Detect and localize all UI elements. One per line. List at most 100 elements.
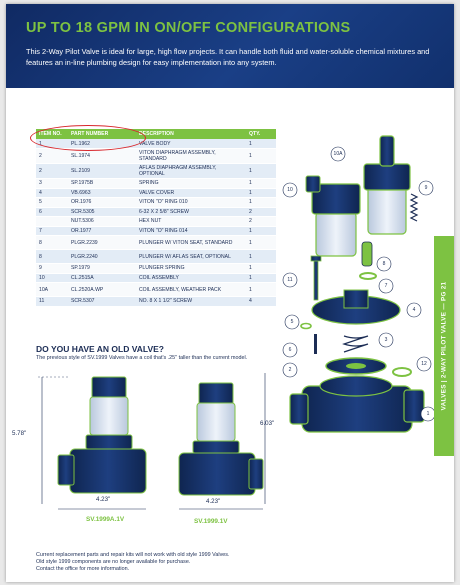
svg-text:9: 9 — [425, 185, 428, 191]
svg-text:10A: 10A — [334, 151, 344, 157]
col-description: DESCRIPTION — [136, 129, 246, 139]
cell-item-no: 4 — [36, 188, 68, 198]
svg-text:10: 10 — [287, 187, 293, 193]
exploded-view-diagram: 10A 10 9 8 11 7 5 4 3 6 2 12 1 — [282, 135, 436, 433]
cell-description: PLUNGER W/ AFLAS SEAT, OPTIONAL — [136, 249, 246, 264]
cell-item-no — [36, 216, 68, 227]
callout-9: 9 — [418, 180, 434, 196]
cell-item-no: 9 — [36, 263, 68, 274]
cell-qty: 1 — [246, 249, 276, 264]
callout-2: 2 — [282, 362, 298, 378]
cell-qty: 2 — [246, 207, 276, 217]
old-valve-description: The previous style of SV.1999 Valves hav… — [36, 355, 248, 361]
cell-qty: 1 — [246, 197, 276, 208]
cell-part-number: CL.2520A.WP — [68, 282, 136, 297]
callout-10: 10 — [282, 182, 298, 198]
svg-text:3: 3 — [385, 337, 388, 343]
cell-qty: 1 — [246, 263, 276, 274]
cell-description: COIL ASSEMBLY — [136, 273, 246, 283]
cell-item-no: 7 — [36, 226, 68, 236]
cell-item-no: 8 — [36, 235, 68, 250]
cell-qty: 1 — [246, 178, 276, 189]
cell-qty: 2 — [246, 216, 276, 227]
callout-12: 12 — [416, 356, 432, 372]
cell-qty: 1 — [246, 235, 276, 250]
callout-1: 1 — [420, 406, 436, 422]
cell-item-no: 2 — [36, 148, 68, 164]
svg-text:11: 11 — [287, 277, 292, 283]
svg-text:8: 8 — [383, 261, 386, 267]
spring-part — [342, 335, 369, 353]
callout-5: 5 — [284, 314, 300, 330]
cell-description: VALVE BODY — [136, 139, 246, 149]
callout-6: 6 — [282, 342, 298, 358]
cell-part-number: NUT.5306 — [68, 216, 136, 227]
cell-item-no: 10A — [36, 282, 68, 297]
svg-text:12: 12 — [421, 361, 427, 367]
plunger-part — [361, 241, 373, 267]
current-valve-illustration — [178, 373, 266, 510]
short-screw-part — [314, 334, 317, 354]
cell-part-number: OR.1977 — [68, 226, 136, 236]
part-number-highlight — [30, 125, 146, 151]
cell-part-number: OR.1976 — [68, 197, 136, 208]
section-side-tab: VALVES | 2-WAY PILOT VALVE — PG 21 — [434, 236, 454, 456]
cell-qty: 1 — [246, 282, 276, 297]
cell-part-number: SL.2109 — [68, 163, 136, 179]
o-ring-010-part — [300, 322, 312, 330]
cell-description: SPRING — [136, 178, 246, 189]
cell-item-no: 8 — [36, 249, 68, 264]
cell-item-no: 6 — [36, 207, 68, 217]
svg-text:6: 6 — [289, 347, 292, 353]
cell-item-no: 3 — [36, 178, 68, 189]
page-title: UP TO 18 GPM IN ON/OFF CONFIGURATIONS — [26, 20, 351, 36]
cell-part-number: SL.1974 — [68, 148, 136, 164]
valve-body-part — [289, 375, 425, 433]
callout-11: 11 — [282, 272, 298, 288]
old-valve-illustration — [38, 376, 147, 510]
old-valve-model: SV.1999A.1V — [86, 516, 125, 523]
diaphragm-assembly-part — [325, 357, 387, 375]
cell-item-no: 2 — [36, 163, 68, 179]
cell-description: NO. 8 X 1 1/2" SCREW — [136, 296, 246, 307]
callout-3: 3 — [378, 332, 394, 348]
cell-qty: 1 — [246, 148, 276, 164]
long-screw-part — [310, 255, 322, 301]
cell-description: VITON "O" RING 010 — [136, 197, 246, 208]
col-qty: QTY. — [246, 129, 276, 139]
cell-qty: 1 — [246, 188, 276, 198]
cell-description: COIL ASSEMBLY, WEATHER PACK — [136, 282, 246, 297]
svg-text:1: 1 — [427, 411, 430, 417]
side-tab-label: VALVES | 2-WAY PILOT VALVE — PG 21 — [440, 281, 448, 411]
svg-text:7: 7 — [385, 283, 388, 289]
cell-qty: 1 — [246, 139, 276, 149]
svg-text:5: 5 — [291, 319, 294, 325]
svg-text:4: 4 — [413, 307, 416, 313]
old-valve-title: DO YOU HAVE AN OLD VALVE? — [36, 344, 164, 354]
callout-7: 7 — [378, 278, 394, 294]
cell-item-no: 11 — [36, 296, 68, 307]
cell-part-number: CL.2515A — [68, 273, 136, 283]
current-valve-height: 6.03" — [260, 420, 275, 427]
cell-part-number: SP.1979 — [68, 263, 136, 274]
cell-qty: 1 — [246, 226, 276, 236]
cell-part-number: SP.1975B — [68, 178, 136, 189]
svg-text:2: 2 — [289, 367, 292, 373]
callout-8: 8 — [376, 256, 392, 272]
cell-description: PLUNGER SPRING — [136, 263, 246, 274]
cell-description: VALVE COVER — [136, 188, 246, 198]
old-valve-width: 4.23" — [96, 496, 111, 503]
